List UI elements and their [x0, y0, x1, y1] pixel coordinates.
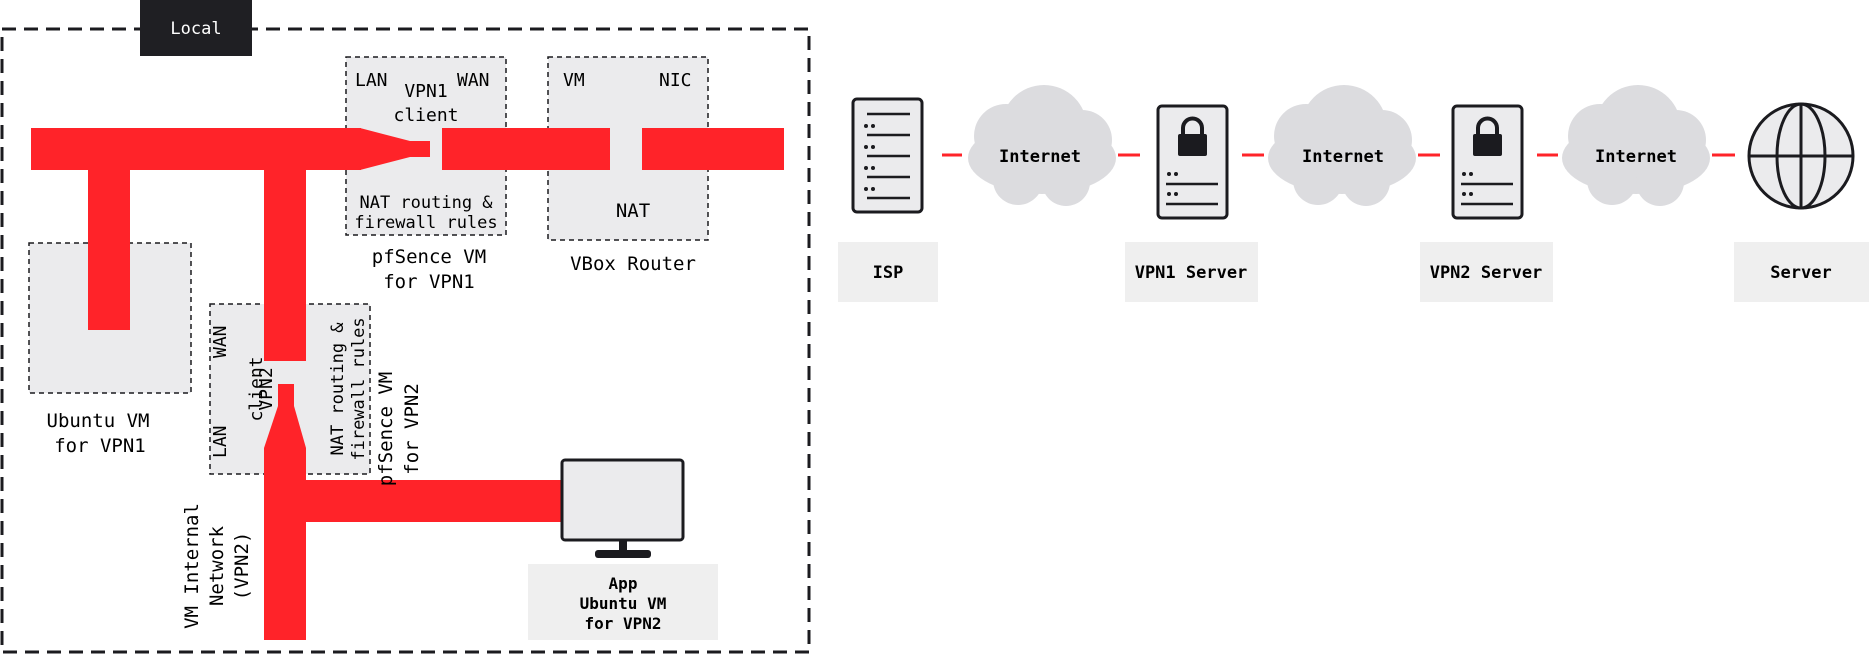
link-to-ubuntu-vpn1	[88, 150, 130, 330]
vpn1-wan-label: WAN	[457, 70, 490, 91]
isp-caption-box	[838, 242, 938, 302]
locked-server-icon	[1451, 104, 1524, 220]
locked-server-icon	[1156, 104, 1229, 220]
app-vm-line3: for VPN2	[584, 614, 661, 633]
ubuntu-vpn1-caption-line2: for VPN1	[54, 435, 146, 457]
link-to-app-vm	[290, 480, 562, 522]
server-caption-box	[1734, 242, 1869, 302]
vpn2-client-line1: VPN2	[256, 367, 277, 410]
server-label: Server	[1770, 263, 1831, 283]
router-nic-label: NIC	[659, 70, 692, 91]
link-vpn2-taper	[264, 384, 306, 640]
vpn2-wan-label: WAN	[210, 325, 231, 358]
ubuntu-vpn1-caption-line1: Ubuntu VM	[47, 410, 150, 432]
local-boundary	[0, 27, 811, 654]
monitor-icon	[560, 458, 685, 558]
vpn1-rules-line2: firewall rules	[354, 213, 497, 233]
app-vm-line2: Ubuntu VM	[580, 594, 667, 613]
vpn2-server-caption-box	[1420, 242, 1553, 302]
vpn2-lan-label: LAN	[210, 425, 231, 458]
app-vm-line1: App	[609, 574, 638, 593]
vpn2-rules-line2: firewall rules	[349, 317, 369, 460]
vpn2-server-label: VPN2 Server	[1430, 263, 1543, 283]
internal-network-line2: Network	[206, 525, 228, 606]
vpn1-rules-line1: NAT routing &	[359, 193, 493, 213]
vpn1-client-line2: client	[393, 105, 458, 126]
cloud3-label: Internet	[1595, 147, 1677, 167]
link-vpn1-taper	[360, 128, 430, 170]
link-main-bus	[31, 128, 361, 170]
cloud1-label: Internet	[999, 147, 1081, 167]
server-rack-icon	[851, 97, 924, 214]
cloud-icon	[968, 85, 1116, 206]
vbox-router-caption: VBox Router	[570, 253, 696, 275]
cloud2-label: Internet	[1302, 147, 1384, 167]
link-vpn1-to-router	[442, 128, 610, 170]
link-router-out	[642, 128, 784, 170]
app-vm-caption-box	[528, 564, 718, 640]
internal-network-line1: VM Internal	[181, 503, 203, 629]
internal-network-line3: (VPN2)	[231, 532, 253, 601]
vpn1-client-line1: VPN1	[404, 81, 447, 102]
vpn1-lan-label: LAN	[355, 70, 388, 91]
local-tag-label: Local	[170, 19, 221, 39]
pfsense-vpn2-caption-line2: for VPN2	[401, 383, 423, 475]
globe-icon	[1747, 102, 1855, 210]
network-links	[31, 128, 784, 640]
pfsense-vpn1-caption-line2: for VPN1	[383, 271, 475, 293]
router-nat-label: NAT	[616, 200, 650, 222]
cloud-icon	[1268, 85, 1416, 206]
local-tag: Local	[140, 0, 252, 56]
vpn2-rules-line1: NAT routing &	[328, 322, 348, 456]
pfsense-vpn2-caption-line1: pfSence VM	[375, 372, 397, 486]
cloud-icon	[1562, 85, 1710, 206]
vpn1-server-caption-box	[1125, 242, 1258, 302]
pfsense-vpn1-caption-line1: pfSence VM	[372, 246, 486, 268]
router-vm-label: VM	[563, 70, 585, 91]
vpn1-server-label: VPN1 Server	[1135, 263, 1248, 283]
link-to-vpn2-wan	[264, 150, 306, 361]
isp-label: ISP	[873, 263, 904, 283]
vpn2-client-line2: client	[246, 356, 267, 421]
